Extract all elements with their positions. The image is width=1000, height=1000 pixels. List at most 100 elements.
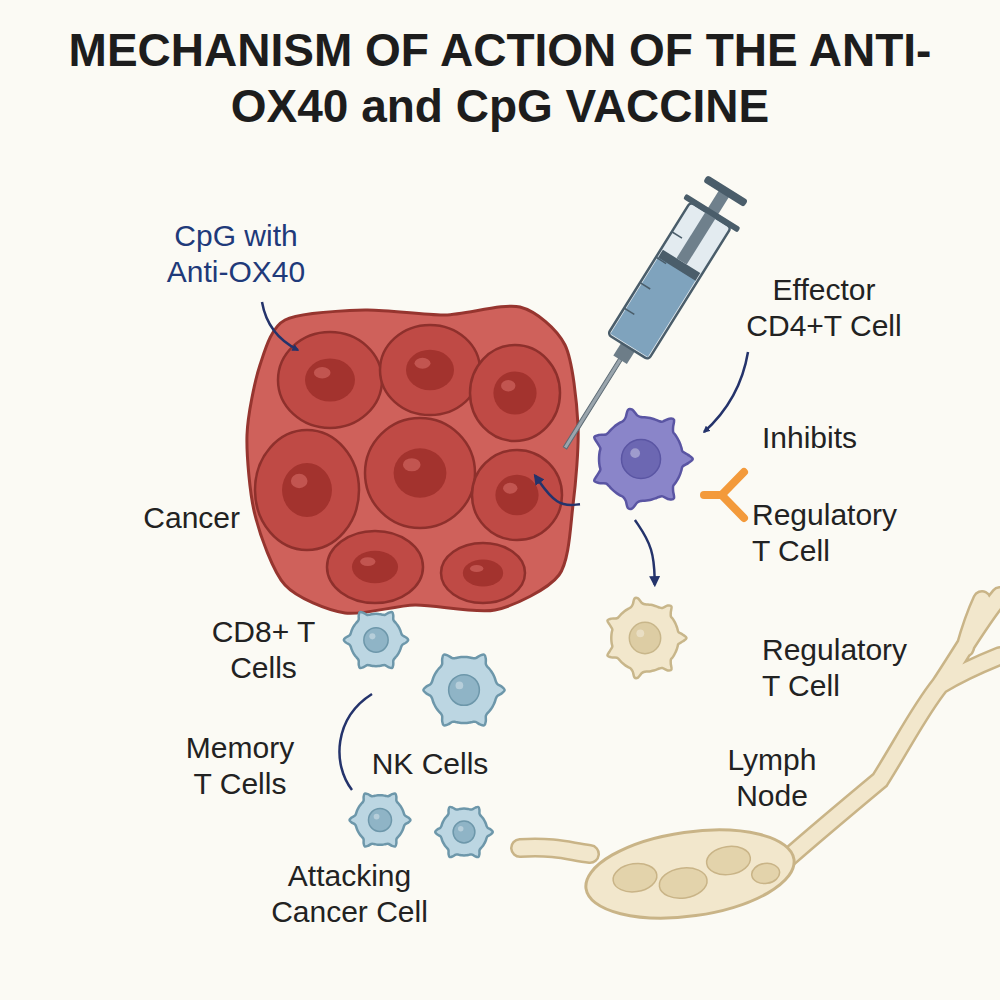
node-label: Memory T Cells bbox=[175, 730, 305, 802]
tumor-cell bbox=[278, 332, 382, 428]
leader-arrow bbox=[704, 352, 748, 432]
cell-graphic bbox=[344, 612, 408, 668]
follicle bbox=[611, 861, 658, 895]
cell-body bbox=[365, 418, 475, 528]
node-label: NK Cells bbox=[360, 746, 500, 782]
nucleus-shine bbox=[314, 367, 331, 379]
receptor-arm bbox=[722, 495, 744, 518]
cell-nucleus bbox=[364, 628, 388, 652]
cell-body bbox=[327, 531, 423, 603]
cell-nucleus bbox=[493, 371, 536, 414]
cell-nucleus bbox=[449, 675, 480, 706]
cell-graphic bbox=[423, 655, 504, 726]
nucleus-shine bbox=[360, 557, 375, 566]
nucleus-shine bbox=[291, 474, 308, 488]
regulatory-t-cell: Regulatory T Cell bbox=[596, 588, 694, 688]
node-label: Lymph Node bbox=[712, 742, 832, 814]
cd8-t-cell-shape bbox=[338, 598, 414, 682]
node-label: Effector CD4+T Cell bbox=[735, 272, 913, 344]
cell-nucleus bbox=[629, 622, 660, 653]
cell-membrane bbox=[423, 655, 504, 726]
cell-membrane bbox=[344, 612, 408, 668]
lymph-vessel-wall bbox=[520, 596, 1000, 858]
attacking-cell-shape bbox=[428, 798, 500, 866]
cell-body bbox=[278, 332, 382, 428]
receptor-symbol bbox=[704, 472, 744, 518]
receptor-arm bbox=[722, 472, 744, 495]
nucleus-shine bbox=[470, 565, 483, 572]
memory-t-cell: Memory T Cells bbox=[343, 784, 417, 856]
cell-graphic bbox=[435, 807, 493, 857]
cell-membrane bbox=[607, 598, 686, 678]
nucleus-shine bbox=[456, 682, 464, 690]
node-label: Regulatory T Cell bbox=[752, 497, 912, 569]
lymph-vessel bbox=[520, 596, 1000, 858]
nucleus-shine bbox=[503, 483, 517, 494]
tumor-mass: Cancer bbox=[245, 305, 580, 615]
syringe-flange bbox=[683, 194, 740, 233]
cell-graphic bbox=[594, 409, 693, 509]
follicle bbox=[750, 862, 781, 886]
node-label: CD8+ T Cells bbox=[196, 614, 331, 686]
cell-nucleus bbox=[305, 358, 355, 401]
cell-nucleus bbox=[495, 475, 538, 516]
memory-t-cell-shape bbox=[343, 784, 417, 856]
lymph-node-body bbox=[580, 818, 800, 930]
tumor-outline bbox=[247, 306, 578, 613]
callout-label: CpG with Anti-OX40 bbox=[150, 218, 322, 290]
cell-body bbox=[472, 450, 562, 540]
syringe-graduations bbox=[624, 232, 682, 315]
cell-nucleus bbox=[406, 350, 454, 391]
cell-graphic bbox=[349, 793, 410, 846]
tumor-cell bbox=[470, 345, 560, 441]
cell-membrane bbox=[594, 409, 693, 509]
follicle bbox=[705, 844, 752, 878]
inhibits-label: Inhibits bbox=[762, 420, 892, 456]
nucleus-shine bbox=[630, 448, 640, 458]
follicle bbox=[657, 865, 709, 901]
node-label: Attacking Cancer Cell bbox=[262, 858, 437, 930]
nucleus-shine bbox=[501, 380, 515, 392]
tumor-cell bbox=[472, 450, 562, 540]
cell-nucleus bbox=[352, 551, 398, 583]
syringe-rod bbox=[676, 190, 729, 264]
cell-nucleus bbox=[394, 448, 447, 498]
connector-arrow bbox=[635, 520, 655, 585]
group-bracket bbox=[339, 694, 372, 790]
nk-cell: NK Cells bbox=[414, 642, 514, 738]
nucleus-shine bbox=[415, 358, 431, 369]
cell-graphic bbox=[607, 598, 686, 678]
cell-body bbox=[255, 430, 359, 550]
cell-nucleus bbox=[368, 808, 391, 831]
tumor-cell bbox=[327, 531, 423, 603]
cell-nucleus bbox=[453, 821, 475, 843]
attacking-cell: Attacking Cancer Cell bbox=[428, 798, 500, 866]
regulatory-t-cell-shape bbox=[596, 588, 694, 688]
tumor-cell bbox=[365, 418, 475, 528]
receptor-symbol: Regulatory T Cell bbox=[700, 466, 748, 524]
tumor-mass-shape bbox=[245, 305, 580, 615]
node-capsule bbox=[580, 818, 800, 930]
syringe-liquid bbox=[610, 257, 696, 357]
node-label: Cancer bbox=[128, 500, 240, 536]
cell-body bbox=[470, 345, 560, 441]
syringe-plunger-head bbox=[658, 250, 700, 281]
effector-cd4-t-cell-shape bbox=[580, 398, 702, 520]
cell-nucleus bbox=[621, 439, 660, 478]
tumor-cell bbox=[441, 543, 525, 603]
nucleus-shine bbox=[636, 629, 644, 637]
nucleus-shine bbox=[403, 458, 421, 471]
nk-cell-shape bbox=[414, 642, 514, 738]
syringe-hub bbox=[613, 342, 635, 364]
cell-membrane bbox=[349, 793, 410, 846]
cell-body bbox=[441, 543, 525, 603]
cell-membrane bbox=[435, 807, 493, 857]
lymph-node: Lymph Node bbox=[520, 590, 1000, 920]
tumor-cell bbox=[380, 325, 480, 415]
diagram-title: MECHANISM OF ACTION OF THE ANTI-OX40 and… bbox=[20, 22, 980, 134]
receptor-symbol-shape bbox=[700, 466, 748, 524]
nucleus-shine bbox=[458, 826, 463, 831]
node-label: Regulatory T Cell bbox=[762, 632, 922, 704]
cell-body bbox=[380, 325, 480, 415]
